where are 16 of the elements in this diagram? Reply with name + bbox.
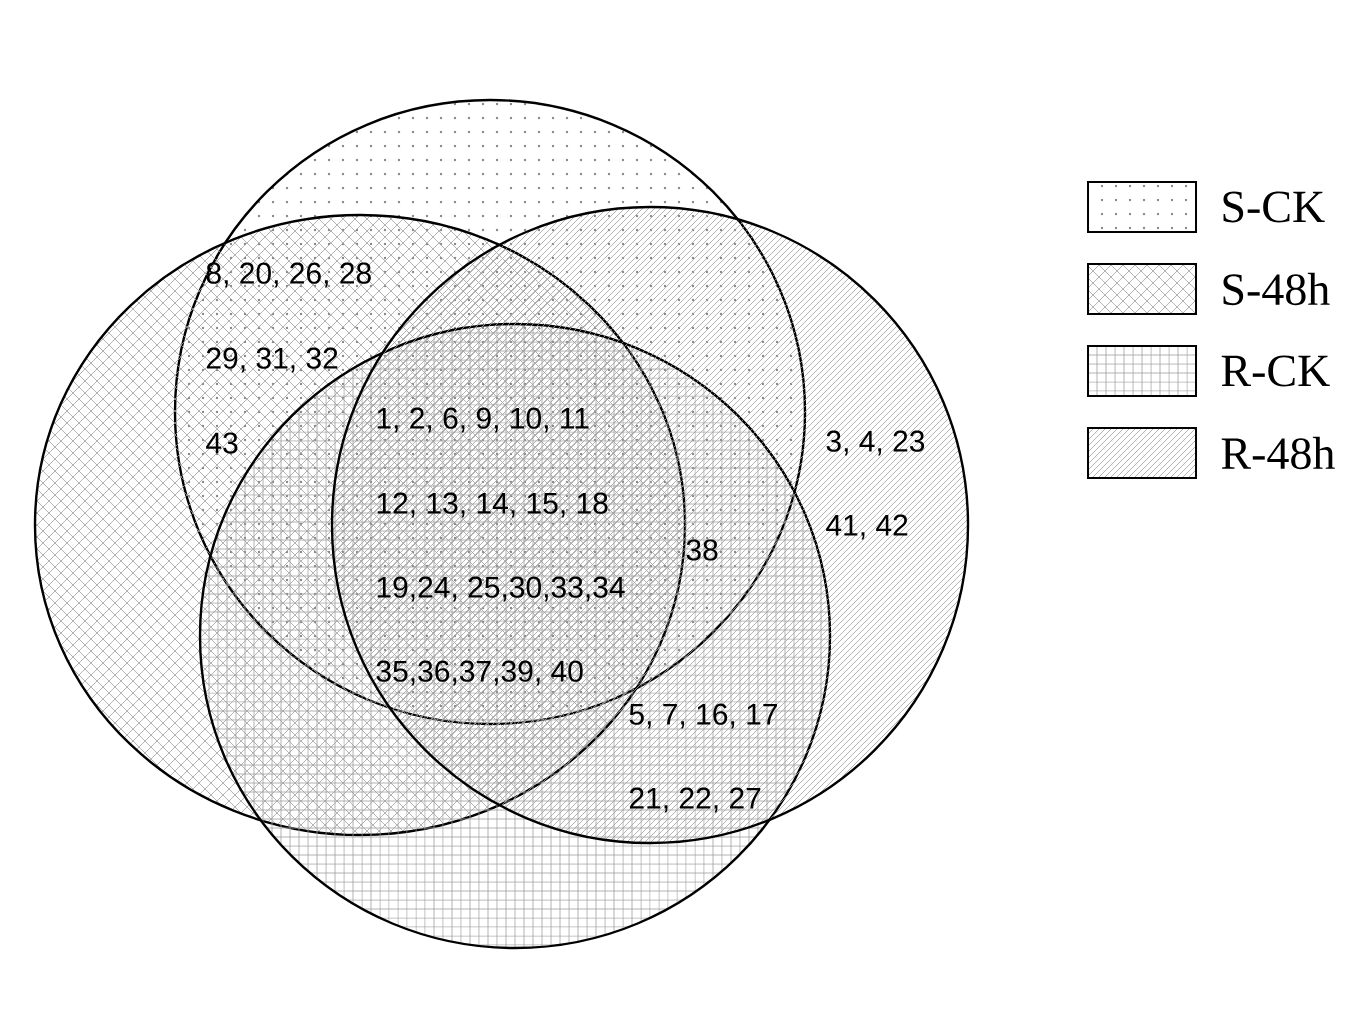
legend-label: R-48h <box>1221 436 1335 470</box>
region-label: 19,24, 25,30,33,34 <box>377 576 625 602</box>
region-label: 35,36,37,39, 40 <box>376 660 583 686</box>
region-label: 12, 13, 14, 15, 18 <box>377 492 608 518</box>
legend-label: S-CK <box>1223 191 1325 223</box>
region-label: 43 <box>206 432 238 454</box>
region-label: 29, 31, 32 <box>206 347 338 373</box>
legend-label: R-CK <box>1221 355 1330 387</box>
region-label: 8, 20, 26, 28 <box>206 262 371 288</box>
legend-label: S-48h <box>1223 272 1330 306</box>
region-label: 38 <box>686 539 718 561</box>
region-label: 41, 42 <box>826 514 908 540</box>
region-label: 1, 2, 6, 9, 10, 11 <box>377 407 589 433</box>
region-label: 21, 22, 27 <box>629 787 761 813</box>
region-label: 5, 7, 16, 17 <box>629 703 777 729</box>
region-label: 3, 4, 23 <box>826 430 925 456</box>
